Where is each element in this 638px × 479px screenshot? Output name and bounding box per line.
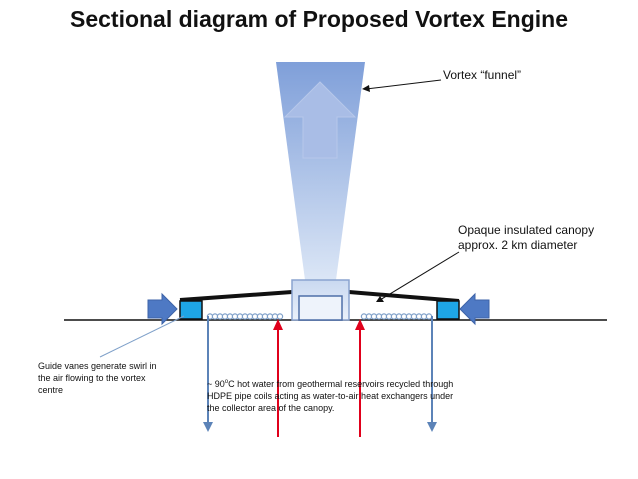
return-arrowhead-right [427, 422, 437, 432]
return-arrowhead-left [203, 422, 213, 432]
hot-water-label-text: C hot water from geothermal reservoirs r… [207, 379, 454, 413]
heat-exchanger-coil-left [206, 313, 284, 320]
guide-vane-right [436, 300, 460, 320]
canopy-left [179, 290, 293, 302]
canopy-leader-line [379, 251, 460, 301]
hot-water-label: ~ 90oC hot water from geothermal reservo… [207, 376, 455, 414]
hot-water-label-prefix: ~ 90 [207, 379, 225, 389]
funnel-label: Vortex “funnel” [443, 68, 522, 82]
updraft-arrow [283, 81, 357, 159]
heat-exchanger-coil-right [360, 313, 433, 320]
funnel-leader-arrowhead [362, 85, 370, 92]
canopy-label: Opaque insulated canopy approx. 2 km dia… [458, 223, 595, 252]
coil-ring [425, 313, 433, 320]
diagram-title: Sectional diagram of Proposed Vortex Eng… [69, 6, 568, 32]
guide-vane-leader-line [99, 315, 185, 358]
guide-vanes-label: Guide vanes generate swirl in the air fl… [38, 361, 157, 395]
inflow-arrow-left [147, 292, 178, 326]
guide-vane-left [179, 300, 203, 320]
canopy-leader-arrowhead [376, 296, 384, 302]
tower-inner [298, 295, 343, 321]
funnel-leader-line [365, 79, 442, 90]
canopy-right [348, 290, 460, 303]
coil-ring [276, 313, 284, 320]
hot-water-arrowhead-right [355, 319, 365, 330]
hot-water-arrowhead-left [273, 319, 283, 330]
degree-sign: o [224, 379, 229, 385]
inflow-arrow-right [459, 292, 490, 326]
